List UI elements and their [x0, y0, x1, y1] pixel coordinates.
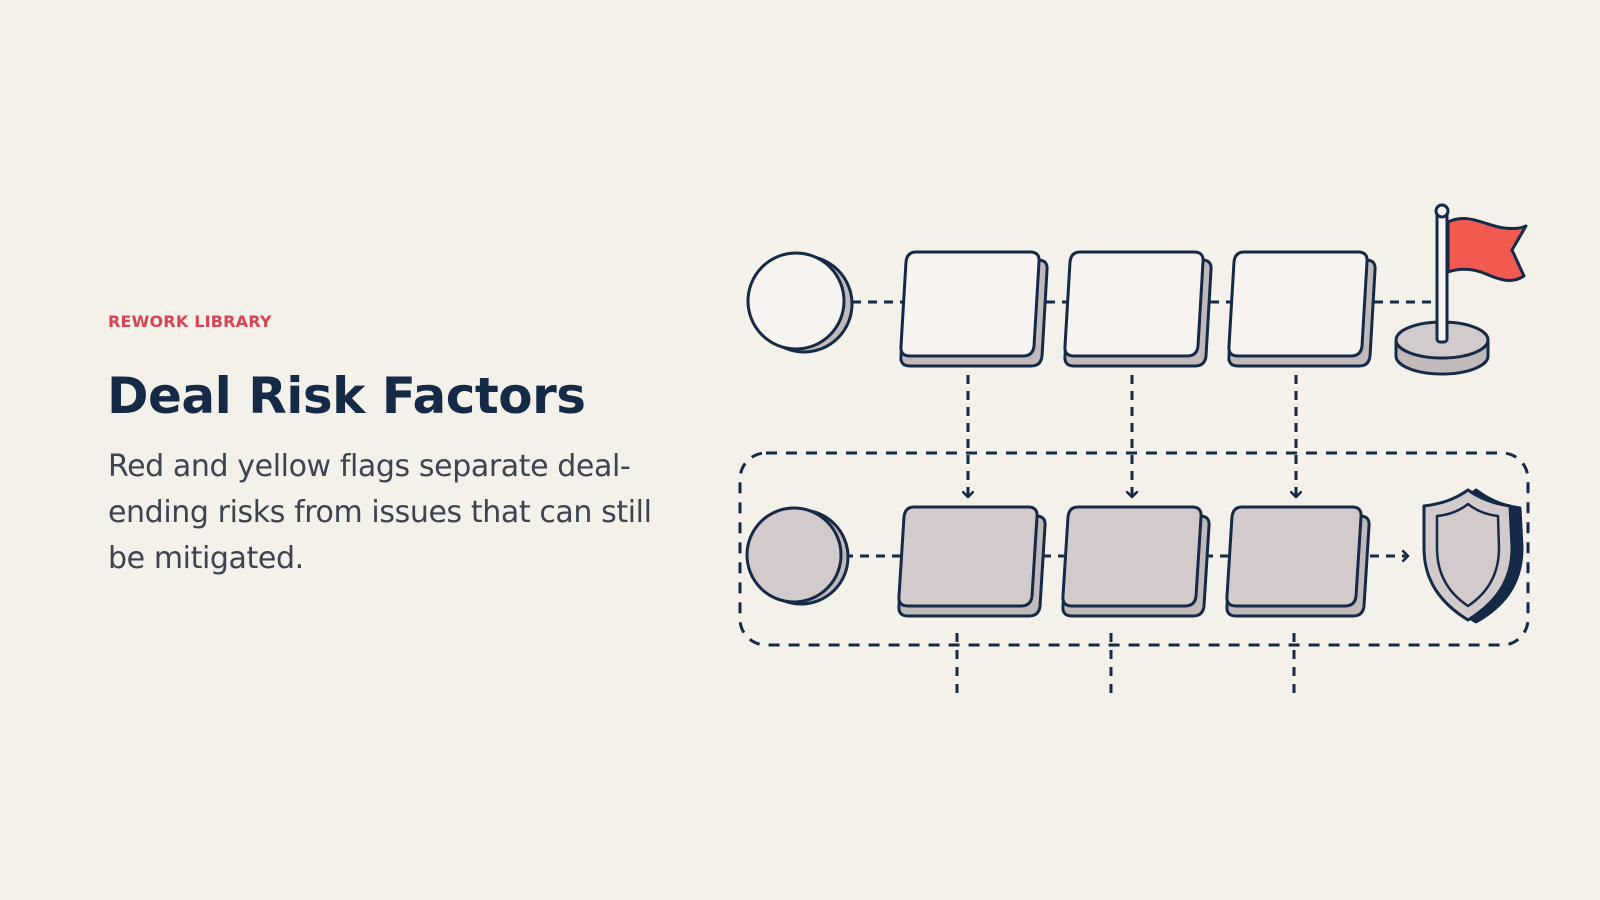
- trailing-lines: [955, 633, 1296, 700]
- card-icon: [899, 250, 1049, 368]
- shield-icon: [1422, 488, 1524, 624]
- card-icon: [1225, 505, 1371, 618]
- card-icon: [897, 505, 1047, 618]
- card-icon: [1063, 250, 1213, 368]
- page-title: Deal Risk Factors: [107, 367, 586, 425]
- circle-start-icon: [746, 251, 854, 354]
- card-icon: [1061, 505, 1211, 618]
- flag-icon: [1394, 203, 1528, 376]
- down-arrows: [968, 375, 1296, 497]
- page-subtitle: Red and yellow flags separate deal-endin…: [108, 449, 652, 576]
- card-icon: [1227, 250, 1377, 368]
- circle-icon: [745, 506, 850, 606]
- mitigation-group-outline: [738, 451, 1530, 647]
- eyebrow-label: REWORK LIBRARY: [108, 312, 272, 331]
